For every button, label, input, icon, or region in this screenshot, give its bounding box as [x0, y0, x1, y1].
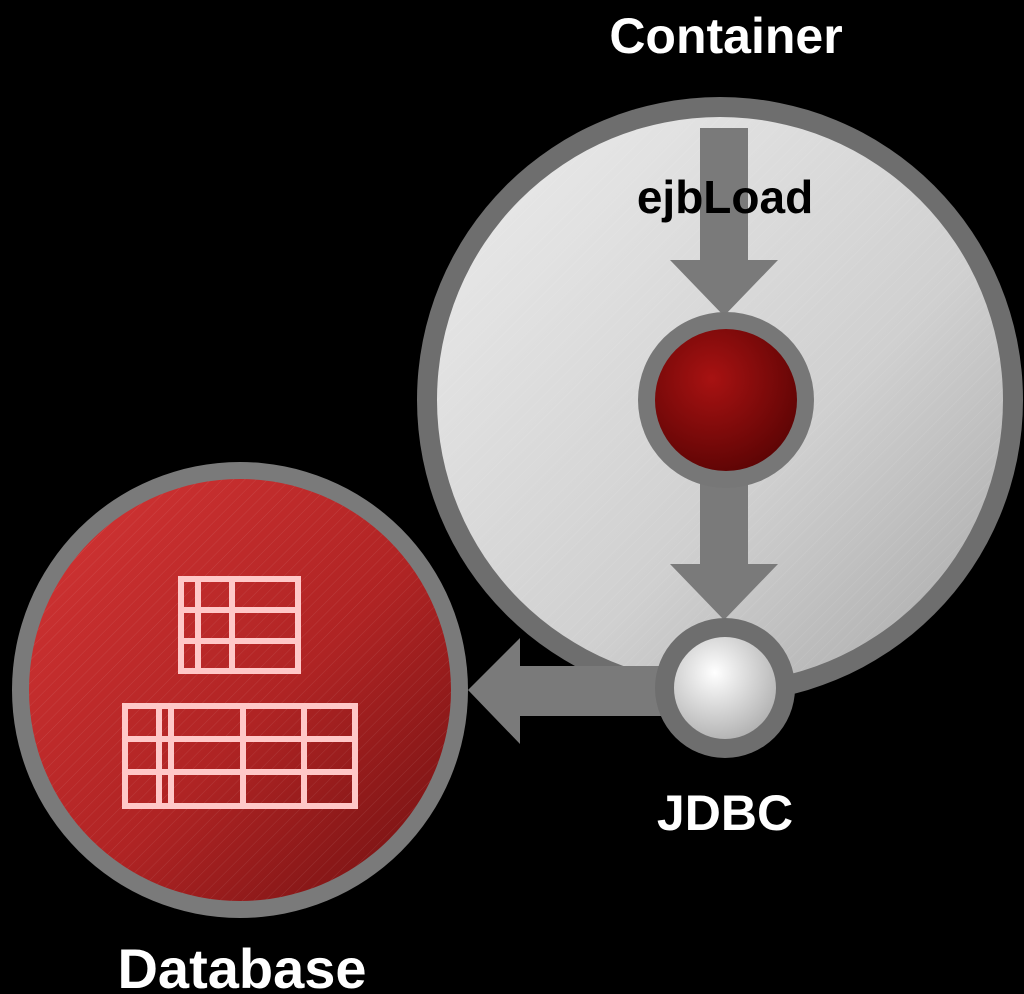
database-table-icon	[122, 576, 358, 809]
container-node	[417, 97, 1023, 703]
jdbc-label: JDBC	[657, 785, 793, 841]
ejbload-arrow	[670, 128, 778, 316]
bean-to-jdbc-arrow	[670, 470, 778, 620]
container-label: Container	[609, 8, 842, 64]
jdbc-to-database-arrow	[468, 638, 670, 744]
database-node	[12, 462, 468, 918]
entity-bean-node	[638, 312, 814, 488]
jdbc-connector-node	[655, 618, 795, 758]
database-label: Database	[117, 937, 366, 994]
ejbload-label: ejbLoad	[637, 171, 813, 223]
